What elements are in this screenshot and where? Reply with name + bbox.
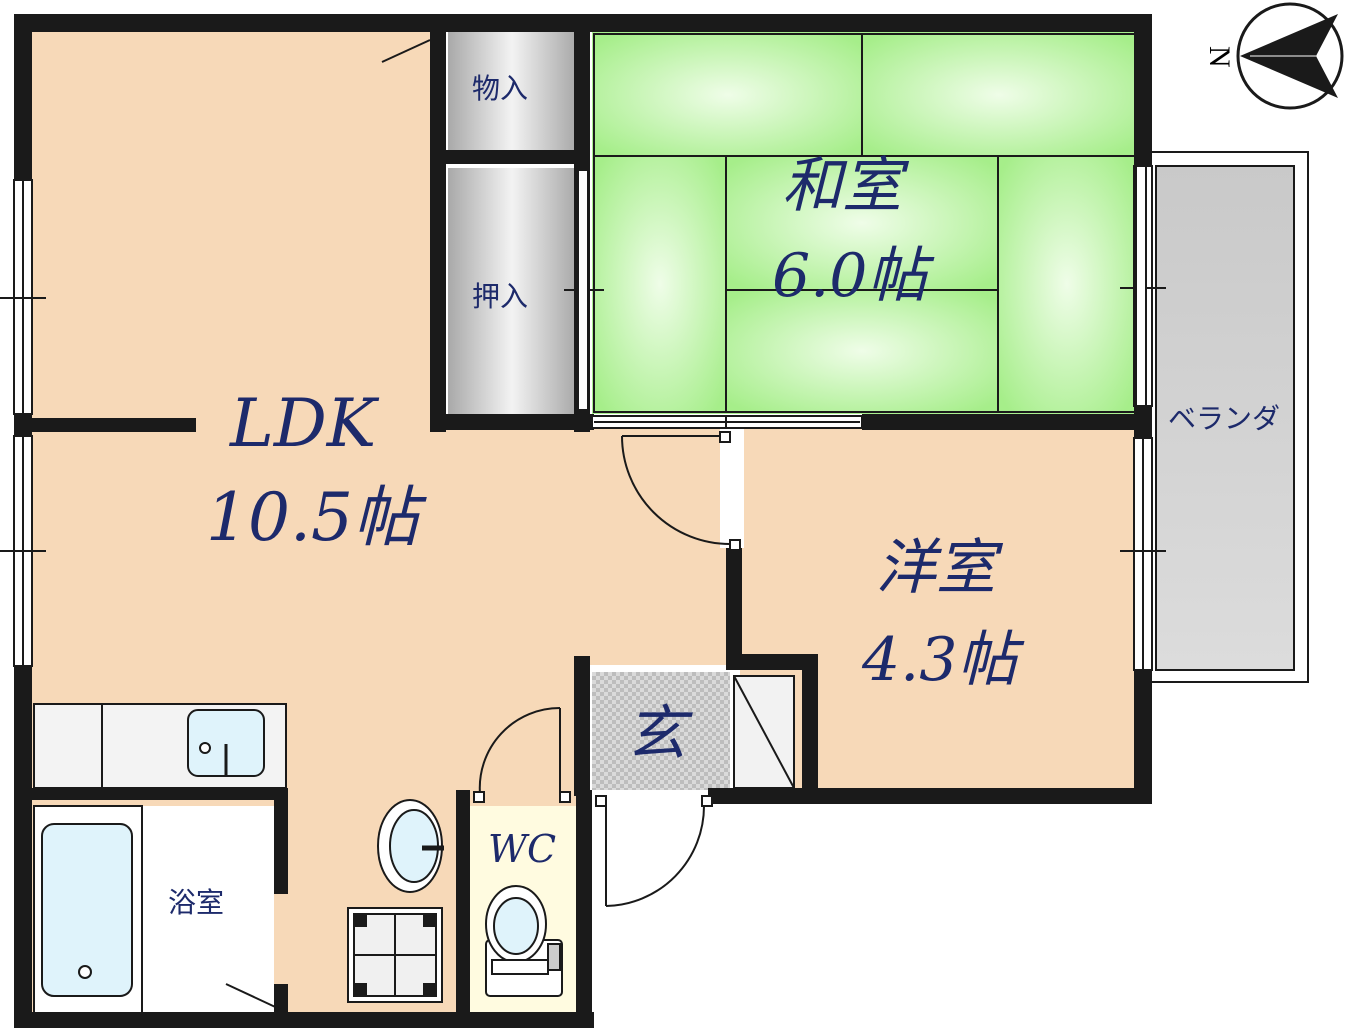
washitsu-size: 6.0帖 xyxy=(772,241,935,311)
washitsu-name: 和室 xyxy=(782,151,910,221)
washbasin xyxy=(377,799,444,893)
monoire-floor xyxy=(448,32,576,150)
veranda-label: ベランダ xyxy=(1168,402,1280,435)
genkan-label: 玄 xyxy=(626,699,693,769)
youshitsu-floor xyxy=(740,428,1140,793)
toilet xyxy=(485,885,563,997)
washing-machine-pan xyxy=(347,907,443,1003)
yokushitsu-label: 浴室 xyxy=(168,886,224,919)
monoire-label: 物入 xyxy=(472,72,528,105)
door-jambs xyxy=(473,431,741,807)
veranda xyxy=(1149,151,1309,683)
kitchen-counter xyxy=(33,703,287,789)
oshiire-floor xyxy=(448,168,576,414)
walls xyxy=(14,14,1152,1028)
ldk-size: 10.5帖 xyxy=(206,479,427,556)
youshitsu-name: 洋室 xyxy=(876,533,1004,603)
youshitsu-size: 4.3帖 xyxy=(861,625,1025,695)
hall-floor xyxy=(720,428,744,548)
wc-label: WC xyxy=(488,827,556,871)
ldk-name: LDK xyxy=(229,385,380,462)
swing-doors xyxy=(225,39,731,1013)
north-label: N xyxy=(1203,46,1236,68)
tatami-mats xyxy=(593,33,1137,413)
bathtub xyxy=(33,805,143,1019)
compass: N xyxy=(1203,2,1344,110)
sliding-doors xyxy=(577,165,1147,429)
labels: LDK 10.5帖 和室 6.0帖 洋室 4.3帖 物入 押入 玄 WC 浴室 … xyxy=(168,72,1280,919)
oshiire-label: 押入 xyxy=(472,280,528,313)
genkan-floor xyxy=(592,672,730,790)
